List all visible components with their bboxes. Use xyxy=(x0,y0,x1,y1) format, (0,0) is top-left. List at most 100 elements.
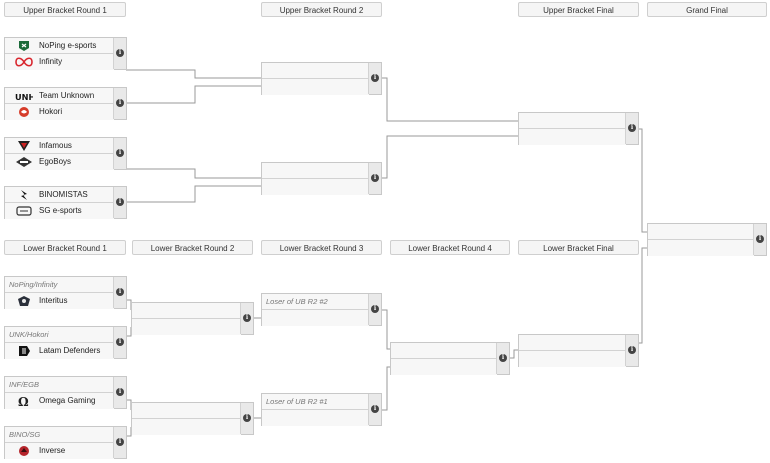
info-icon: i xyxy=(116,288,124,296)
team-name: Interitus xyxy=(39,296,68,305)
info-icon: i xyxy=(243,314,251,322)
team-row-empty[interactable] xyxy=(519,351,626,367)
match-ub-r2-2[interactable]: i xyxy=(261,162,382,195)
team-row-empty[interactable] xyxy=(132,419,241,435)
sg-esports-logo-icon xyxy=(15,205,33,217)
team-name: Latam Defenders xyxy=(39,346,101,355)
team-row[interactable]: Latam Defenders xyxy=(5,343,114,359)
team-row-empty[interactable] xyxy=(262,179,369,195)
team-row-empty[interactable] xyxy=(262,163,369,179)
info-icon: i xyxy=(628,124,636,132)
match-info-button[interactable]: i xyxy=(240,303,253,334)
team-name: BINOMISTAS xyxy=(39,190,88,199)
match-ub-r2-1[interactable]: i xyxy=(261,62,382,95)
team-row-empty[interactable] xyxy=(519,129,626,145)
team-row-empty[interactable] xyxy=(519,113,626,129)
team-row-empty[interactable] xyxy=(648,240,754,256)
team-row-empty[interactable] xyxy=(262,310,369,326)
info-icon: i xyxy=(756,235,764,243)
team-row[interactable]: Ω Omega Gaming xyxy=(5,393,114,409)
info-icon: i xyxy=(628,346,636,354)
match-lb-r3-1[interactable]: Loser of UB R2 #2 i xyxy=(261,293,382,326)
team-row[interactable]: EgoBoys xyxy=(5,154,114,170)
team-row[interactable]: BINOMISTAS xyxy=(5,187,114,203)
team-name: Team Unknown xyxy=(39,91,95,100)
match-info-button[interactable]: i xyxy=(113,327,126,358)
match-ub-r1-2[interactable]: UNH Team Unknown Hokori i xyxy=(4,87,127,120)
header-upper-round-1: Upper Bracket Round 1 xyxy=(4,2,126,17)
info-icon: i xyxy=(371,174,379,182)
team-row-placeholder[interactable]: Loser of UB R2 #1 xyxy=(262,394,369,410)
team-row-empty[interactable] xyxy=(519,335,626,351)
team-row[interactable]: SG e-sports xyxy=(5,203,114,219)
placeholder-text: BINO/SG xyxy=(9,430,41,439)
match-info-button[interactable]: i xyxy=(625,335,638,366)
team-row[interactable]: Infinity xyxy=(5,54,114,70)
match-lb-r3-2[interactable]: Loser of UB R2 #1 i xyxy=(261,393,382,426)
team-row[interactable]: Infamous xyxy=(5,138,114,154)
info-icon: i xyxy=(116,388,124,396)
team-row-empty[interactable] xyxy=(262,410,369,426)
match-info-button[interactable]: i xyxy=(113,38,126,69)
team-row[interactable]: NoPing e-sports xyxy=(5,38,114,54)
team-row-placeholder[interactable]: NoPing/Infinity xyxy=(5,277,114,293)
match-grand-final[interactable]: i xyxy=(647,223,767,256)
team-row-empty[interactable] xyxy=(132,403,241,419)
match-lb-final[interactable]: i xyxy=(518,334,639,367)
header-grand-final: Grand Final xyxy=(647,2,767,17)
match-info-button[interactable]: i xyxy=(368,294,381,325)
placeholder-text: Loser of UB R2 #2 xyxy=(266,297,328,306)
team-row-placeholder[interactable]: Loser of UB R2 #2 xyxy=(262,294,369,310)
match-info-button[interactable]: i xyxy=(113,187,126,218)
match-info-button[interactable]: i xyxy=(240,403,253,434)
match-ub-r1-3[interactable]: Infamous EgoBoys i xyxy=(4,137,127,170)
team-name: EgoBoys xyxy=(39,157,72,166)
match-lb-r2-2[interactable]: i xyxy=(131,402,254,435)
match-lb-r1-1[interactable]: NoPing/Infinity Interitus i xyxy=(4,276,127,309)
match-info-button[interactable]: i xyxy=(113,88,126,119)
match-info-button[interactable]: i xyxy=(496,343,509,374)
svg-text:UNH: UNH xyxy=(15,92,33,102)
team-row[interactable]: UNH Team Unknown xyxy=(5,88,114,104)
match-info-button[interactable]: i xyxy=(753,224,766,255)
infinity-logo-icon xyxy=(15,56,33,68)
header-upper-round-2: Upper Bracket Round 2 xyxy=(261,2,382,17)
match-info-button[interactable]: i xyxy=(368,394,381,425)
team-row-empty[interactable] xyxy=(262,79,369,95)
match-lb-r1-2[interactable]: UNK/Hokori Latam Defenders i xyxy=(4,326,127,359)
match-info-button[interactable]: i xyxy=(113,427,126,458)
header-lower-round-3: Lower Bracket Round 3 xyxy=(261,240,382,255)
match-info-button[interactable]: i xyxy=(113,377,126,408)
match-info-button[interactable]: i xyxy=(113,138,126,169)
noping-logo-icon xyxy=(15,40,33,52)
team-name: SG e-sports xyxy=(39,206,82,215)
inverse-logo-icon xyxy=(15,445,33,457)
match-lb-r1-3[interactable]: INF/EGB Ω Omega Gaming i xyxy=(4,376,127,409)
match-info-button[interactable]: i xyxy=(368,163,381,194)
team-row[interactable]: Inverse xyxy=(5,443,114,459)
team-row-empty[interactable] xyxy=(132,319,241,335)
match-info-button[interactable]: i xyxy=(368,63,381,94)
team-row-empty[interactable] xyxy=(132,303,241,319)
match-ub-r1-1[interactable]: NoPing e-sports Infinity i xyxy=(4,37,127,70)
team-row[interactable]: Hokori xyxy=(5,104,114,120)
team-row-placeholder[interactable]: INF/EGB xyxy=(5,377,114,393)
team-row-empty[interactable] xyxy=(391,343,497,359)
team-row-empty[interactable] xyxy=(648,224,754,240)
match-info-button[interactable]: i xyxy=(625,113,638,144)
team-row-empty[interactable] xyxy=(391,359,497,375)
match-lb-r1-4[interactable]: BINO/SG Inverse i xyxy=(4,426,127,459)
team-row-placeholder[interactable]: UNK/Hokori xyxy=(5,327,114,343)
info-icon: i xyxy=(371,305,379,313)
team-row[interactable]: Interitus xyxy=(5,293,114,309)
header-lower-round-2: Lower Bracket Round 2 xyxy=(132,240,253,255)
info-icon: i xyxy=(116,198,124,206)
team-row-placeholder[interactable]: BINO/SG xyxy=(5,427,114,443)
match-ub-final[interactable]: i xyxy=(518,112,639,145)
match-lb-r4[interactable]: i xyxy=(390,342,510,375)
team-row-empty[interactable] xyxy=(262,63,369,79)
match-ub-r1-4[interactable]: BINOMISTAS SG e-sports i xyxy=(4,186,127,219)
match-lb-r2-1[interactable]: i xyxy=(131,302,254,335)
svg-text:Ω: Ω xyxy=(18,395,29,407)
match-info-button[interactable]: i xyxy=(113,277,126,308)
